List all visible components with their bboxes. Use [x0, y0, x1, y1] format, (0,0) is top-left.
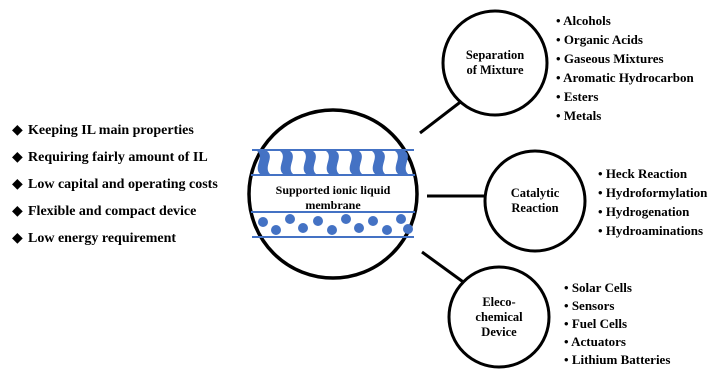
- separation-circle: [441, 9, 549, 117]
- bullet-icon: •: [564, 334, 569, 349]
- diamond-icon: ◆: [12, 204, 23, 219]
- advantage-item: ◆Flexible and compact device: [12, 204, 197, 219]
- membrane-particle: [396, 214, 406, 224]
- diamond-icon: ◆: [12, 123, 23, 138]
- list-item: • Lithium Batteries: [564, 352, 671, 367]
- connector-separation: [419, 98, 464, 135]
- membrane-label: Supported ionic liquid membrane: [258, 183, 408, 213]
- diamond-icon: ◆: [12, 177, 23, 192]
- membrane-label-line2: membrane: [305, 198, 361, 212]
- bullet-icon: •: [598, 223, 603, 238]
- list-item: • Gaseous Mixtures: [556, 51, 664, 66]
- membrane-particle: [382, 225, 392, 235]
- list-item: • Hydroaminations: [598, 223, 704, 238]
- membrane-wave-segment: [280, 151, 293, 174]
- membrane-particle: [285, 214, 295, 224]
- membrane-illustration: [247, 108, 419, 280]
- bullet-icon: •: [598, 204, 603, 219]
- bullet-icon: •: [598, 166, 603, 181]
- list-item: • Aromatic Hydrocarbon: [556, 70, 694, 85]
- connector-electro: [421, 250, 467, 286]
- list-item: • Metals: [556, 108, 602, 123]
- membrane-label-line1: Supported ionic liquid: [275, 183, 391, 197]
- electro-circle: [447, 265, 551, 369]
- advantage-item: ◆Keeping IL main properties: [12, 123, 194, 138]
- electro-title: Eleco- chemical Device: [475, 295, 523, 339]
- bullet-icon: •: [556, 89, 561, 104]
- advantage-item: ◆Low capital and operating costs: [12, 177, 218, 192]
- bullet-icon: •: [556, 32, 561, 47]
- membrane-wave-segment: [349, 151, 362, 174]
- membrane-wave-segment: [303, 151, 316, 174]
- membrane-particle: [313, 216, 323, 226]
- list-item: • Hydrogenation: [598, 204, 690, 219]
- catalytic-title: Catalytic Reaction: [510, 186, 560, 215]
- list-item: • Esters: [556, 89, 599, 104]
- list-item: • Sensors: [564, 298, 615, 313]
- membrane-particle: [258, 217, 268, 227]
- membrane-particle-layer: [258, 214, 413, 235]
- membrane-particle: [327, 225, 337, 235]
- list-item: • Fuel Cells: [564, 316, 628, 331]
- membrane-wave-segment: [326, 151, 339, 174]
- separation-title: Separation of Mixture: [465, 48, 525, 77]
- membrane-particle: [354, 223, 364, 233]
- bullet-icon: •: [556, 70, 561, 85]
- list-item: • Solar Cells: [564, 280, 632, 295]
- bullet-icon: •: [556, 108, 561, 123]
- advantage-item: ◆Requiring fairly amount of IL: [12, 150, 208, 165]
- bullet-icon: •: [564, 316, 569, 331]
- bullet-icon: •: [556, 51, 561, 66]
- membrane-particle: [271, 225, 281, 235]
- list-item: • Organic Acids: [556, 32, 643, 47]
- catalytic-circle: [483, 149, 587, 253]
- membrane-particle: [298, 223, 308, 233]
- bullet-icon: •: [598, 185, 603, 200]
- membrane-particle: [403, 224, 413, 234]
- diamond-icon: ◆: [12, 231, 23, 246]
- membrane-wave-segment: [372, 151, 385, 174]
- membrane-wave-segment: [257, 151, 270, 174]
- bullet-icon: •: [564, 280, 569, 295]
- membrane-particle: [341, 214, 351, 224]
- membrane-wave-segment: [395, 151, 408, 174]
- advantage-item: ◆Low energy requirement: [12, 231, 177, 246]
- bullet-icon: •: [556, 13, 561, 28]
- membrane-wave-layer: [257, 151, 408, 174]
- diamond-icon: ◆: [12, 150, 23, 165]
- membrane-particle: [368, 216, 378, 226]
- list-item: • Actuators: [564, 334, 626, 349]
- list-item: • Hydroformylation: [598, 185, 708, 200]
- bullet-icon: •: [564, 352, 569, 367]
- list-item: • Alcohols: [556, 13, 611, 28]
- list-item: • Heck Reaction: [598, 166, 688, 181]
- bullet-icon: •: [564, 298, 569, 313]
